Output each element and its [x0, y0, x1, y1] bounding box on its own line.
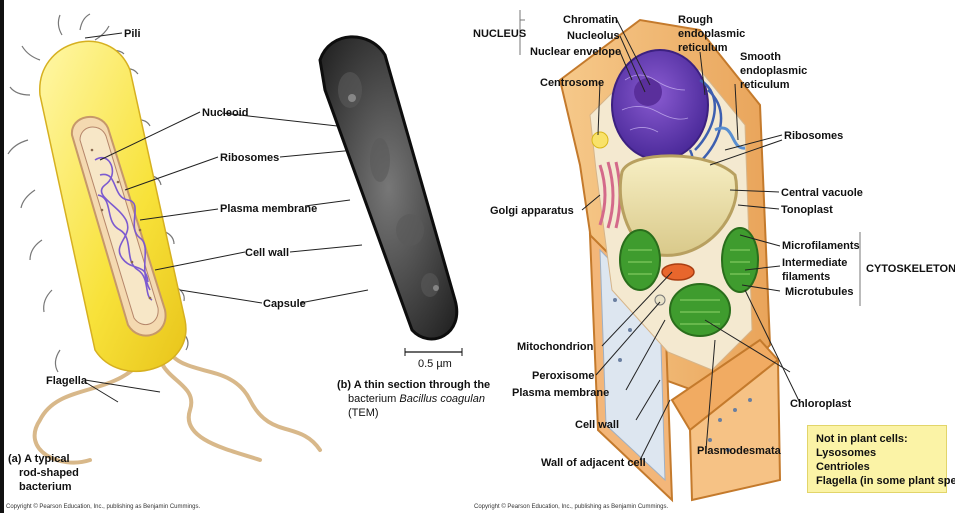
label-microfilaments: Microfilaments — [782, 240, 860, 252]
label-nucleoid: Nucleoid — [202, 107, 248, 119]
peroxisome — [655, 295, 665, 305]
caption-a-line3: bacterium — [19, 481, 72, 493]
copyright-left: Copyright © Pearson Education, Inc., pub… — [6, 503, 201, 510]
label-central-vacuole: Central vacuole — [781, 187, 863, 199]
label-peroxisome: Peroxisome — [532, 370, 594, 382]
label-rough-er-3: reticulum — [678, 42, 728, 54]
scale-bar-label: 0.5 µm — [418, 358, 452, 370]
caption-b-line2: bacterium Bacillus coagulan — [348, 393, 485, 405]
label-chromatin: Chromatin — [563, 14, 618, 26]
label-rough-er-1: Rough — [678, 14, 713, 26]
label-ribosomes-right: Ribosomes — [784, 130, 843, 142]
bacterium-illustration — [8, 14, 320, 463]
label-smooth-er-2: endoplasmic — [740, 65, 807, 77]
flagella-strands — [35, 340, 320, 463]
label-smooth-er-1: Smooth — [740, 51, 781, 63]
centrosome — [592, 132, 608, 148]
caption-a-line1: (a) A typical — [8, 453, 70, 465]
label-golgi: Golgi apparatus — [490, 205, 574, 217]
label-microtubules: Microtubules — [785, 286, 853, 298]
label-plasma-membrane-left: Plasma membrane — [220, 203, 317, 215]
note-item-lysosomes: Lysosomes — [816, 446, 938, 460]
label-tonoplast: Tonoplast — [781, 204, 833, 216]
label-mitochondrion: Mitochondrion — [517, 341, 594, 353]
label-nucleus: NUCLEUS — [473, 28, 526, 40]
label-smooth-er-3: reticulum — [740, 79, 790, 91]
label-rough-er-2: endoplasmic — [678, 28, 745, 40]
label-centrosome: Centrosome — [540, 77, 604, 89]
label-capsule: Capsule — [263, 298, 306, 310]
note-item-flagella: Flagella (in some plant sperm) — [816, 474, 938, 488]
label-nuclear-envelope: Nuclear envelope — [530, 46, 621, 58]
label-intermediate-2: filaments — [782, 271, 830, 283]
tem-micrograph — [320, 37, 462, 356]
label-cell-wall-right: Cell wall — [575, 419, 619, 431]
note-title: Not in plant cells: — [816, 432, 938, 446]
caption-b-line3: (TEM) — [348, 407, 379, 419]
label-plasmodesmata: Plasmodesmata — [697, 445, 782, 457]
label-plasma-membrane-right: Plasma membrane — [512, 387, 609, 399]
label-cell-wall-left: Cell wall — [245, 247, 289, 259]
label-wall-adjacent: Wall of adjacent cell — [541, 457, 646, 469]
label-intermediate-1: Intermediate — [782, 257, 847, 269]
label-chloroplast: Chloroplast — [790, 398, 851, 410]
label-nucleolus: Nucleolus — [567, 30, 620, 42]
label-pili: Pili — [124, 28, 141, 40]
left-border — [0, 0, 4, 513]
caption-a-line2: rod-shaped — [19, 467, 79, 479]
note-item-centrioles: Centrioles — [816, 460, 938, 474]
copyright-right: Copyright © Pearson Education, Inc., pub… — [474, 503, 669, 510]
not-in-plant-cells-note: Not in plant cells: Lysosomes Centrioles… — [807, 425, 947, 493]
label-flagella: Flagella — [46, 375, 88, 387]
label-ribosomes-left: Ribosomes — [220, 152, 279, 164]
label-cytoskeleton: CYTOSKELETON — [866, 263, 955, 275]
caption-b-line1: (b) A thin section through the — [337, 379, 490, 391]
